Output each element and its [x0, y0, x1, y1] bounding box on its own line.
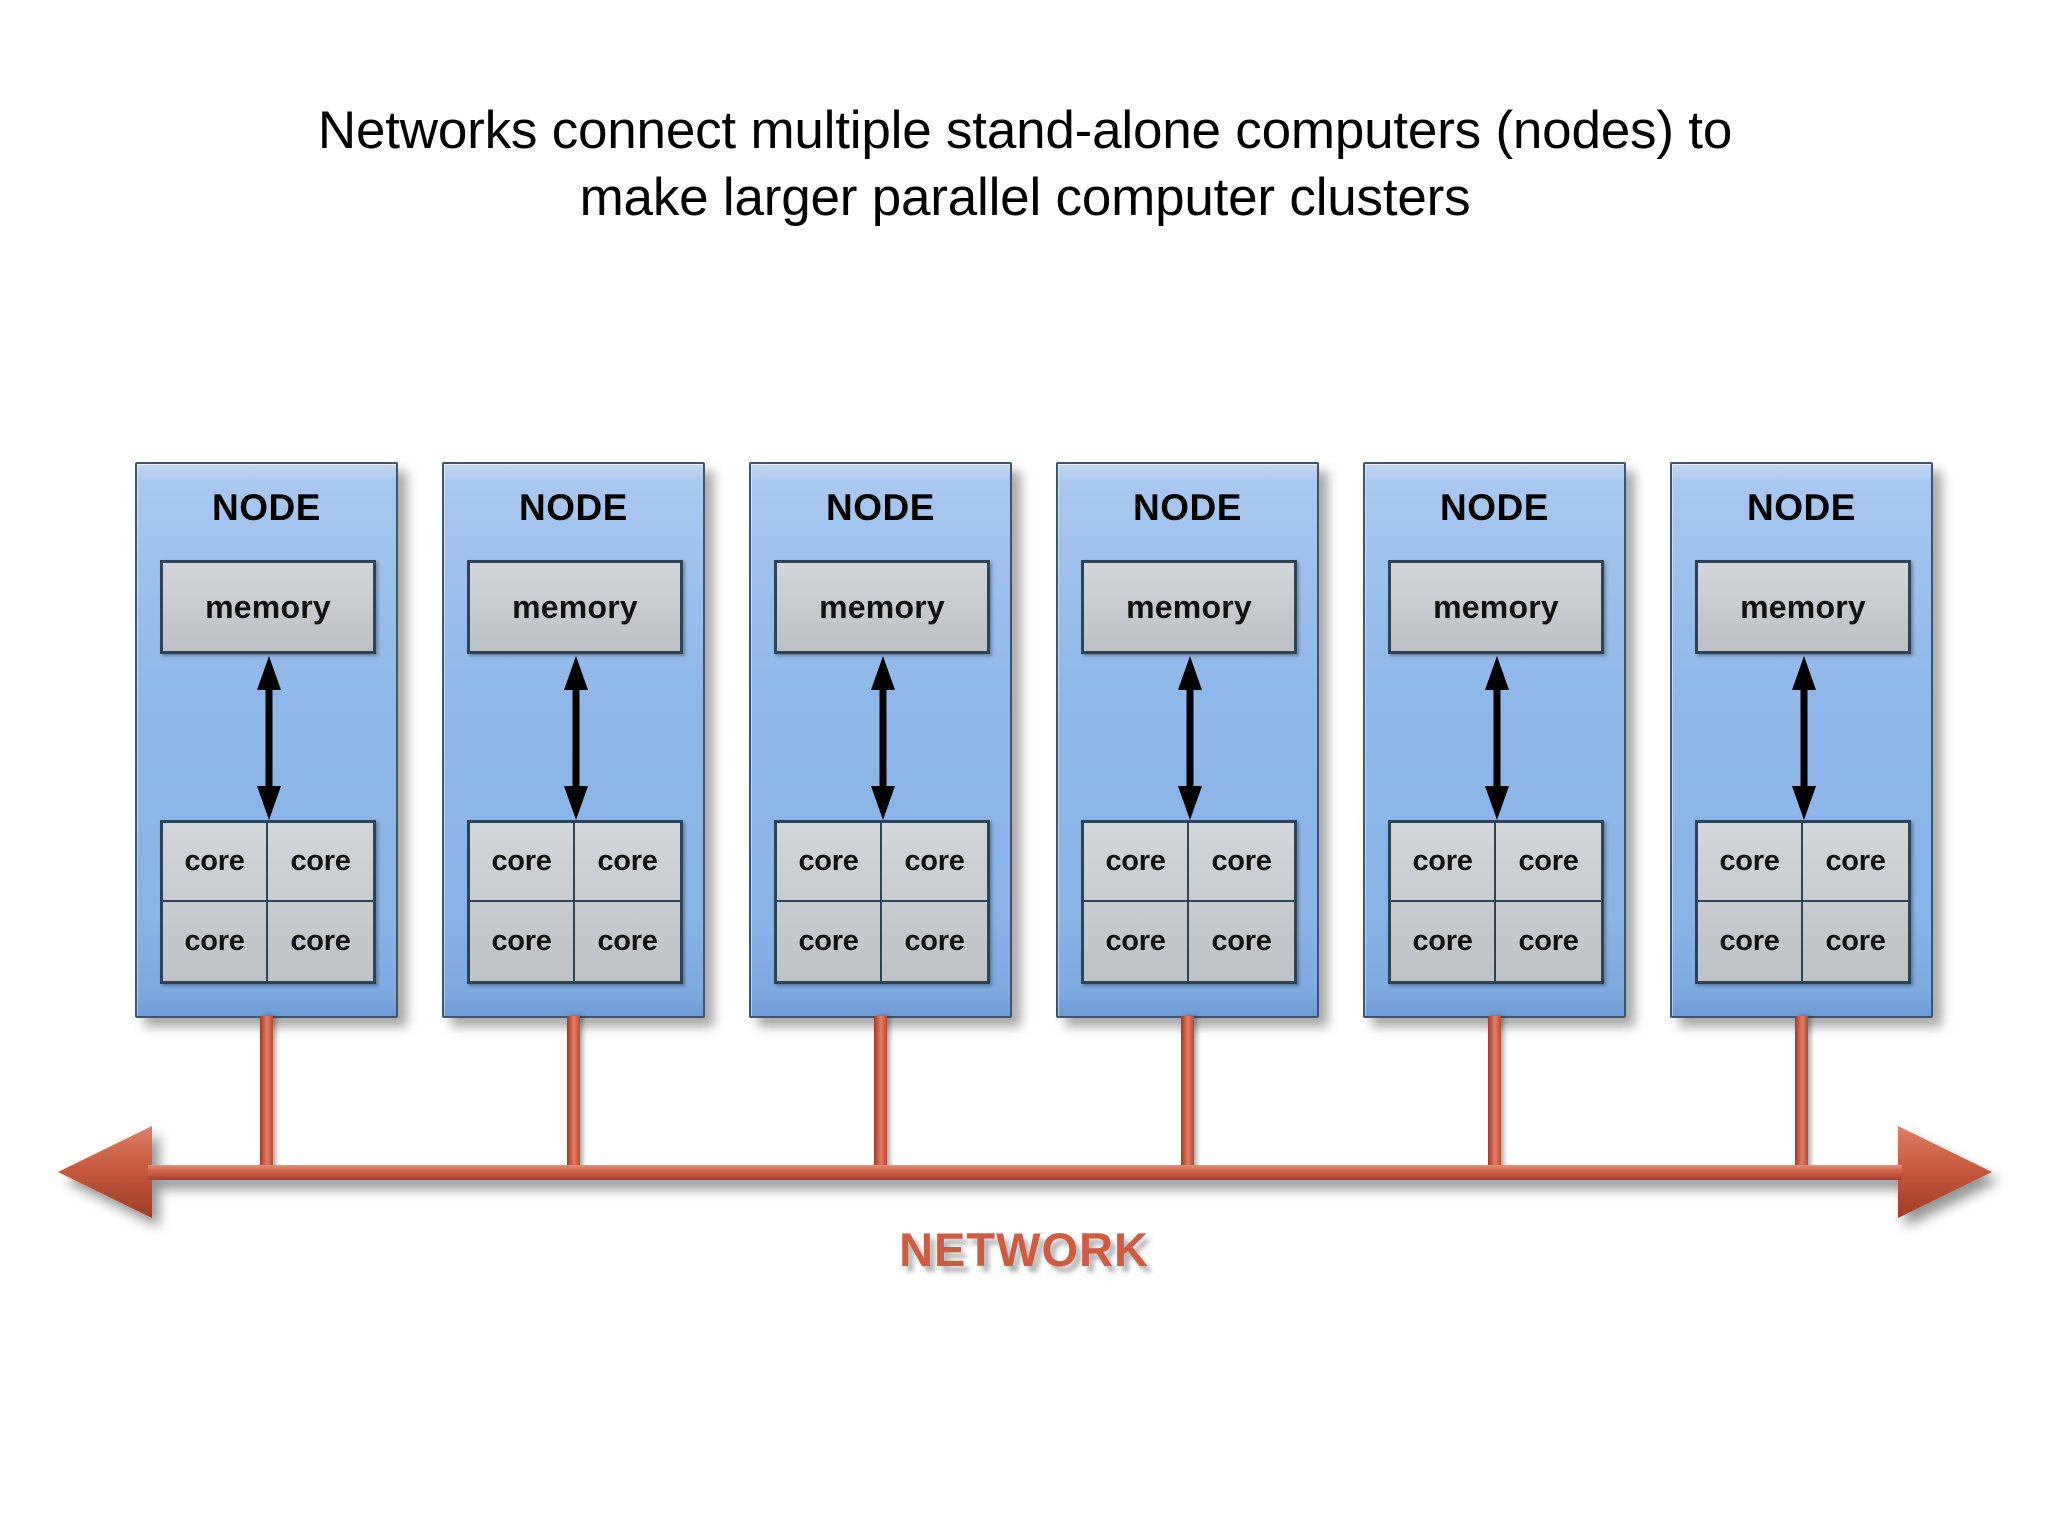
core-label: core [1719, 925, 1780, 957]
core-cell[interactable]: core [575, 823, 680, 902]
core-label: core [1518, 925, 1579, 957]
node-network-connector [874, 1016, 887, 1176]
memory-label: memory [1433, 588, 1559, 625]
core-label: core [1719, 845, 1780, 877]
memory-core-arrow-icon [1485, 656, 1509, 820]
core-label: core [1105, 845, 1166, 877]
core-cell[interactable]: core [1189, 902, 1294, 981]
core-label: core [904, 845, 965, 877]
node-title: NODE [826, 487, 935, 528]
core-label: core [491, 925, 552, 957]
memory-box[interactable]: memory [1081, 560, 1297, 654]
core-cell[interactable]: core [1391, 823, 1496, 902]
core-label: core [491, 845, 552, 877]
node-title: NODE [1747, 487, 1856, 528]
memory-core-arrow-icon [1178, 656, 1202, 820]
memory-label: memory [512, 588, 638, 625]
core-cell[interactable]: core [1496, 902, 1601, 981]
memory-box[interactable]: memory [467, 560, 683, 654]
node-title: NODE [1440, 487, 1549, 528]
core-label: core [1412, 925, 1473, 957]
core-grid: core core core core [467, 820, 683, 984]
node-title: NODE [1133, 487, 1242, 528]
core-label: core [1518, 845, 1579, 877]
memory-box[interactable]: memory [774, 560, 990, 654]
node-network-connector [567, 1016, 580, 1176]
node-network-connector [1488, 1016, 1501, 1176]
network-bus-arrow-icon[interactable] [40, 1098, 2010, 1248]
core-cell[interactable]: core [1391, 902, 1496, 981]
memory-core-arrow-icon [1792, 656, 1816, 820]
core-cell[interactable]: core [1084, 823, 1189, 902]
core-label: core [904, 925, 965, 957]
memory-box[interactable]: memory [1388, 560, 1604, 654]
core-label: core [798, 845, 859, 877]
node-block[interactable]: NODE memory core core core core [749, 462, 1012, 1018]
core-cell[interactable]: core [777, 902, 882, 981]
core-grid: core core core core [774, 820, 990, 984]
node-block[interactable]: NODE memory core core core core [442, 462, 705, 1018]
core-label: core [798, 925, 859, 957]
memory-box[interactable]: memory [160, 560, 376, 654]
memory-core-arrow-icon [871, 656, 895, 820]
core-cell[interactable]: core [470, 823, 575, 902]
core-label: core [1211, 925, 1272, 957]
network-label: NETWORK [899, 1223, 1149, 1276]
core-cell[interactable]: core [1084, 902, 1189, 981]
core-label: core [1211, 845, 1272, 877]
memory-label: memory [1740, 588, 1866, 625]
core-cell[interactable]: core [777, 823, 882, 902]
memory-label: memory [819, 588, 945, 625]
node-network-connector [260, 1016, 273, 1176]
core-label: core [290, 845, 351, 877]
node-block[interactable]: NODE memory core core core core [135, 462, 398, 1018]
memory-core-arrow-icon [257, 656, 281, 820]
node-title: NODE [519, 487, 628, 528]
core-cell[interactable]: core [1189, 823, 1294, 902]
node-network-connector [1181, 1016, 1194, 1176]
memory-core-arrow-icon [564, 656, 588, 820]
core-cell[interactable]: core [163, 902, 268, 981]
core-label: core [184, 845, 245, 877]
core-cell[interactable]: core [470, 902, 575, 981]
memory-label: memory [1126, 588, 1252, 625]
core-label: core [184, 925, 245, 957]
core-label: core [1825, 845, 1886, 877]
core-cell[interactable]: core [163, 823, 268, 902]
core-grid: core core core core [1081, 820, 1297, 984]
core-label: core [290, 925, 351, 957]
core-grid: core core core core [160, 820, 376, 984]
core-cell[interactable]: core [1698, 902, 1803, 981]
core-cell[interactable]: core [1496, 823, 1601, 902]
core-cell[interactable]: core [882, 823, 987, 902]
core-cell[interactable]: core [882, 902, 987, 981]
memory-label: memory [205, 588, 331, 625]
core-label: core [597, 845, 658, 877]
core-grid: core core core core [1695, 820, 1911, 984]
core-cell[interactable]: core [1803, 823, 1908, 902]
node-network-connector [1795, 1016, 1808, 1176]
memory-box[interactable]: memory [1695, 560, 1911, 654]
core-cell[interactable]: core [268, 823, 373, 902]
node-block[interactable]: NODE memory core core core core [1670, 462, 1933, 1018]
page-title: Networks connect multiple stand-alone co… [317, 101, 1733, 227]
core-cell[interactable]: core [575, 902, 680, 981]
node-title: NODE [212, 487, 321, 528]
core-cell[interactable]: core [1698, 823, 1803, 902]
core-grid: core core core core [1388, 820, 1604, 984]
core-label: core [1825, 925, 1886, 957]
core-label: core [1412, 845, 1473, 877]
core-cell[interactable]: core [1803, 902, 1908, 981]
core-label: core [1105, 925, 1166, 957]
core-cell[interactable]: core [268, 902, 373, 981]
node-block[interactable]: NODE memory core core core core [1056, 462, 1319, 1018]
core-label: core [597, 925, 658, 957]
node-block[interactable]: NODE memory core core core core [1363, 462, 1626, 1018]
